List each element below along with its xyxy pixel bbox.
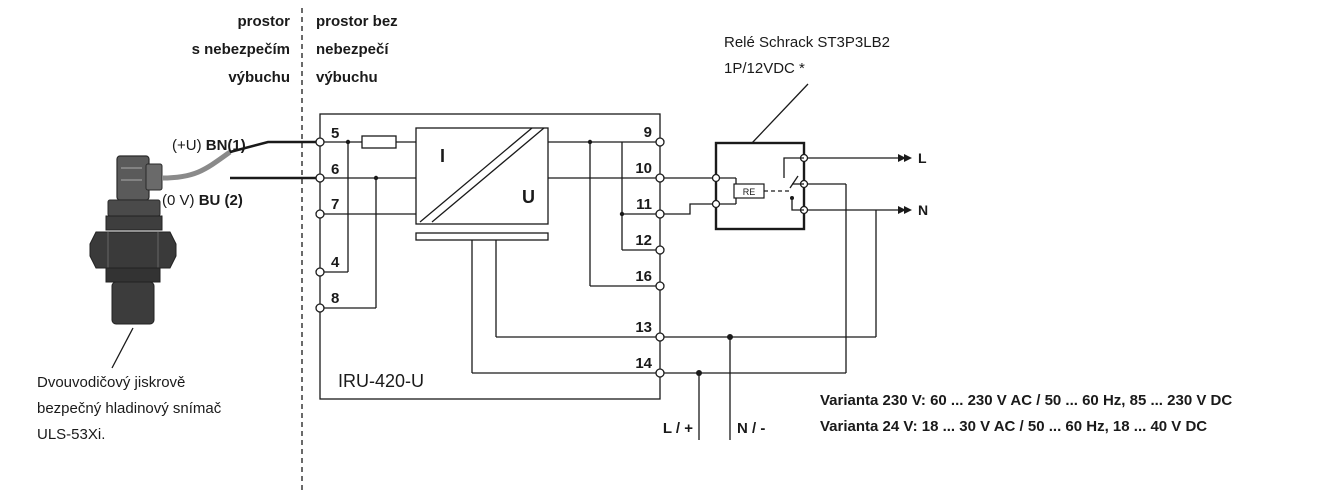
svg-text:(0 V) BU (2): (0 V) BU (2) <box>162 192 243 209</box>
converter-block: I U <box>415 127 549 241</box>
svg-text:s nebezpečím: s nebezpečím <box>192 41 290 58</box>
terminal-8: 8 <box>331 290 339 307</box>
terminal-12: 12 <box>635 232 652 249</box>
wire-label-bn: (+U) BN(1) <box>172 137 246 154</box>
svg-text:nebezpečí: nebezpečí <box>316 41 389 58</box>
terminal-13: 13 <box>635 319 652 336</box>
wire-bn <box>229 140 318 154</box>
converter-output-label: U <box>522 187 535 207</box>
relay-title: Relé Schrack ST3P3LB2 1P/12VDC * <box>724 34 890 77</box>
relay-module: RE <box>664 141 809 231</box>
output-L-label: L <box>918 150 927 166</box>
output-N-label: N <box>918 202 928 218</box>
supply-lines <box>696 334 733 440</box>
terminal-7: 7 <box>331 196 339 213</box>
svg-text:bezpečný hladinový snímač: bezpečný hladinový snímač <box>37 400 222 417</box>
sensor-leader-line <box>111 327 134 369</box>
terminal-5: 5 <box>331 125 339 142</box>
terminal-nodes <box>315 137 665 378</box>
svg-text:Relé Schrack ST3P3LB2: Relé Schrack ST3P3LB2 <box>724 34 890 51</box>
zone-safe-label: prostor bez nebezpečí výbuchu <box>316 13 398 86</box>
svg-text:výbuchu: výbuchu <box>316 69 378 86</box>
supply-minus-label: N / - <box>737 420 765 437</box>
svg-text:výbuchu: výbuchu <box>228 69 290 86</box>
terminal-9: 9 <box>644 124 652 141</box>
sensor-caption: Dvouvodičový jiskrově bezpečný hladinový… <box>37 374 222 443</box>
output-lines <box>664 154 912 374</box>
iru-module-box <box>319 113 661 400</box>
terminal-6: 6 <box>331 161 339 178</box>
terminal-4: 4 <box>331 254 340 271</box>
wire-label-bu: (0 V) BU (2) <box>162 192 243 209</box>
level-sensor <box>89 155 177 325</box>
converter-input-label: I <box>440 146 445 166</box>
supply-plus-label: L / + <box>663 420 693 437</box>
terminal-14: 14 <box>635 355 652 372</box>
svg-text:Varianta 24 V: 18 ... 30 V AC: Varianta 24 V: 18 ... 30 V AC / 50 ... 6… <box>820 418 1207 435</box>
internal-wiring-left <box>320 135 416 309</box>
zone-hazard-label: prostor s nebezpečím výbuchu <box>192 13 291 86</box>
relay-leader-line <box>751 83 809 144</box>
svg-text:ULS-53Xi.: ULS-53Xi. <box>37 426 105 443</box>
terminal-labels: 5 6 7 4 8 9 10 11 12 16 13 14 <box>331 124 653 372</box>
svg-text:Varianta 230 V: 60 ... 230 V A: Varianta 230 V: 60 ... 230 V AC / 50 ...… <box>820 392 1232 409</box>
sensor-cable <box>161 149 232 181</box>
terminal-16: 16 <box>635 268 652 285</box>
svg-text:(+U) BN(1): (+U) BN(1) <box>172 137 246 154</box>
terminal-10: 10 <box>635 160 652 177</box>
svg-text:Dvouvodičový jiskrově: Dvouvodičový jiskrově <box>37 374 185 391</box>
svg-text:1P/12VDC *: 1P/12VDC * <box>724 60 805 77</box>
terminal-11: 11 <box>636 196 652 213</box>
variant-specs: Varianta 230 V: 60 ... 230 V AC / 50 ...… <box>820 392 1232 435</box>
relay-coil-label: RE <box>743 187 756 197</box>
svg-text:prostor: prostor <box>238 13 291 30</box>
svg-text:prostor bez: prostor bez <box>316 13 398 30</box>
iru-model-label: IRU-420-U <box>338 371 424 391</box>
internal-wiring-right <box>471 139 658 374</box>
